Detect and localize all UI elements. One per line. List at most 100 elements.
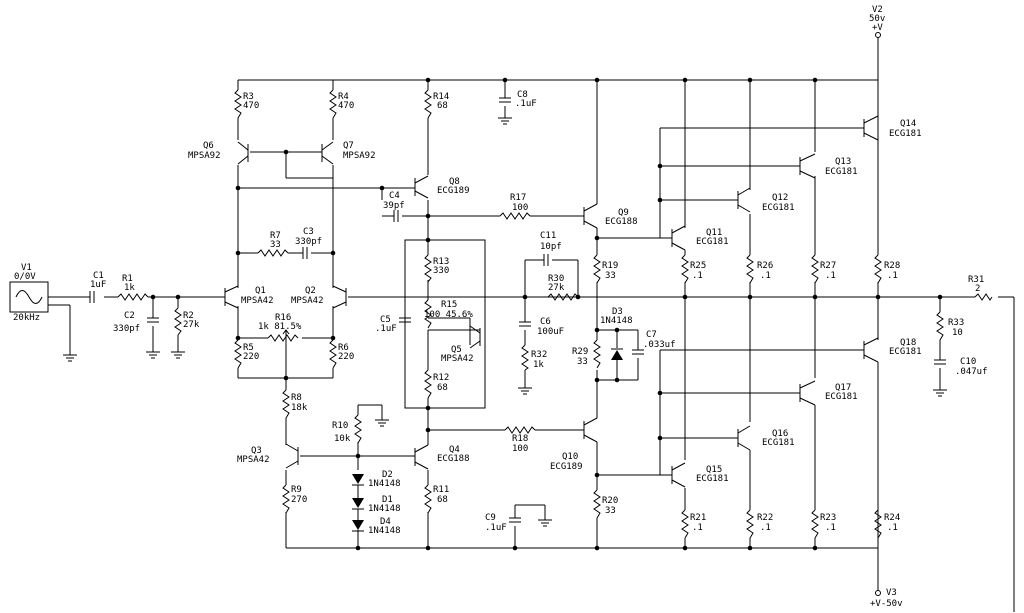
r13-name: R13: [433, 257, 449, 267]
r17-name: R17: [510, 193, 526, 203]
r22-value: .1: [760, 523, 771, 533]
q5-value: MPSA42: [441, 354, 474, 364]
q11-name: Q11: [706, 228, 722, 238]
r2-value: 27k: [183, 320, 200, 330]
r11-value: 68: [437, 495, 448, 505]
r4-value: 470: [338, 101, 354, 111]
c8-value: .1uF: [515, 99, 537, 109]
r28-value: .1: [887, 271, 898, 281]
q14-value: ECG181: [889, 129, 922, 139]
c2-value: 330pf: [113, 324, 140, 334]
r19-value: 33: [605, 271, 616, 281]
d4-value: 1N4148: [368, 526, 401, 536]
c6-name: C6: [540, 317, 551, 327]
q15-value: ECG181: [696, 474, 729, 484]
q12-value: ECG181: [762, 203, 795, 213]
d3-name: D3: [612, 307, 623, 317]
q8-value: ECG189: [437, 186, 470, 196]
q18-value: ECG181: [889, 347, 922, 357]
c9-value: .1uF: [485, 523, 507, 533]
q1-name: Q1: [255, 286, 266, 296]
v3-value: +V-50v: [870, 599, 903, 609]
d1-name: D1: [382, 495, 393, 505]
c4-value: 39pf: [383, 201, 405, 211]
q4-name: Q4: [449, 445, 460, 455]
c10-value: .047uf: [955, 367, 988, 377]
v1-value: 0/0V: [14, 272, 36, 282]
r1-name: R1: [122, 274, 133, 284]
r24-value: .1: [887, 523, 898, 533]
q1-value: MPSA42: [241, 296, 274, 306]
d2-name: D2: [382, 470, 393, 480]
r28-name: R28: [884, 261, 900, 271]
c7-name: C7: [646, 330, 657, 340]
r30-name: R30: [548, 274, 564, 284]
v2-name: V2: [872, 5, 883, 15]
r15-name: R15: [441, 300, 457, 310]
v1-freq: 20kHz: [13, 313, 40, 323]
c6-value: 100uF: [537, 327, 564, 337]
q3-value: MPSA42: [237, 455, 270, 465]
labels: V1 0/0V 20kHz V2 50v +V V3 +V-50v C1 1uF…: [13, 5, 988, 609]
r5-value: 220: [243, 352, 259, 362]
r24-name: R24: [884, 513, 900, 523]
q12-name: Q12: [772, 193, 788, 203]
r31-value: 2: [975, 284, 980, 294]
q7-name: Q7: [343, 141, 354, 151]
q18-name: Q18: [900, 338, 916, 348]
d4-name: D4: [380, 517, 391, 527]
r27-value: .1: [825, 271, 836, 281]
r9-name: R9: [291, 485, 302, 495]
r21-value: .1: [692, 523, 703, 533]
c3-name: C3: [303, 227, 314, 237]
r3-name: R3: [243, 92, 254, 102]
r8-name: R8: [291, 393, 302, 403]
r26-value: .1: [760, 271, 771, 281]
d2-value: 1N4148: [368, 479, 401, 489]
q2-name: Q2: [305, 286, 316, 296]
q2-value: MPSA42: [291, 296, 324, 306]
c10-name: C10: [960, 357, 976, 367]
r15-value: 100 45.6%: [424, 310, 473, 320]
q13-value: ECG181: [825, 167, 858, 177]
r26-name: R26: [757, 261, 773, 271]
v2-rail: +V: [872, 23, 883, 33]
c1-name: C1: [93, 271, 104, 281]
q16-value: ECG181: [762, 438, 795, 448]
q17-value: ECG181: [825, 392, 858, 402]
q9-value: ECG188: [605, 217, 638, 227]
r33-name: R33: [948, 318, 964, 328]
v1-name: V1: [21, 263, 32, 273]
r32-name: R32: [531, 350, 547, 360]
r14-name: R14: [433, 92, 449, 102]
r6-name: R6: [338, 343, 349, 353]
r10-value: 10k: [334, 434, 351, 444]
d3-value: 1N4148: [600, 316, 633, 326]
r12-name: R12: [433, 373, 449, 383]
r16-value: 1k 81.5%: [258, 322, 302, 332]
q15-name: Q15: [706, 465, 722, 475]
r23-name: R23: [820, 513, 836, 523]
r12-value: 68: [437, 383, 448, 393]
q4-value: ECG188: [437, 454, 470, 464]
r9-value: 270: [291, 495, 307, 505]
r22-name: R22: [757, 513, 773, 523]
c9-name: C9: [485, 513, 496, 523]
r17-value: 100: [512, 203, 528, 213]
c7-value: .033uf: [643, 340, 676, 350]
r2-name: R2: [183, 311, 194, 321]
q5-name: Q5: [451, 345, 462, 355]
q13-name: Q13: [835, 157, 851, 167]
c11-name: C11: [540, 231, 556, 241]
c4-name: C4: [389, 191, 400, 201]
r8-value: 18k: [291, 403, 308, 413]
r31-name: R31: [968, 275, 984, 285]
r6-value: 220: [338, 352, 354, 362]
r25-name: R25: [690, 261, 706, 271]
r11-name: R11: [433, 485, 449, 495]
c3-value: 330pf: [295, 237, 322, 247]
c2-name: C2: [124, 311, 135, 321]
component-symbols: [15, 32, 993, 596]
r20-name: R20: [602, 496, 618, 506]
